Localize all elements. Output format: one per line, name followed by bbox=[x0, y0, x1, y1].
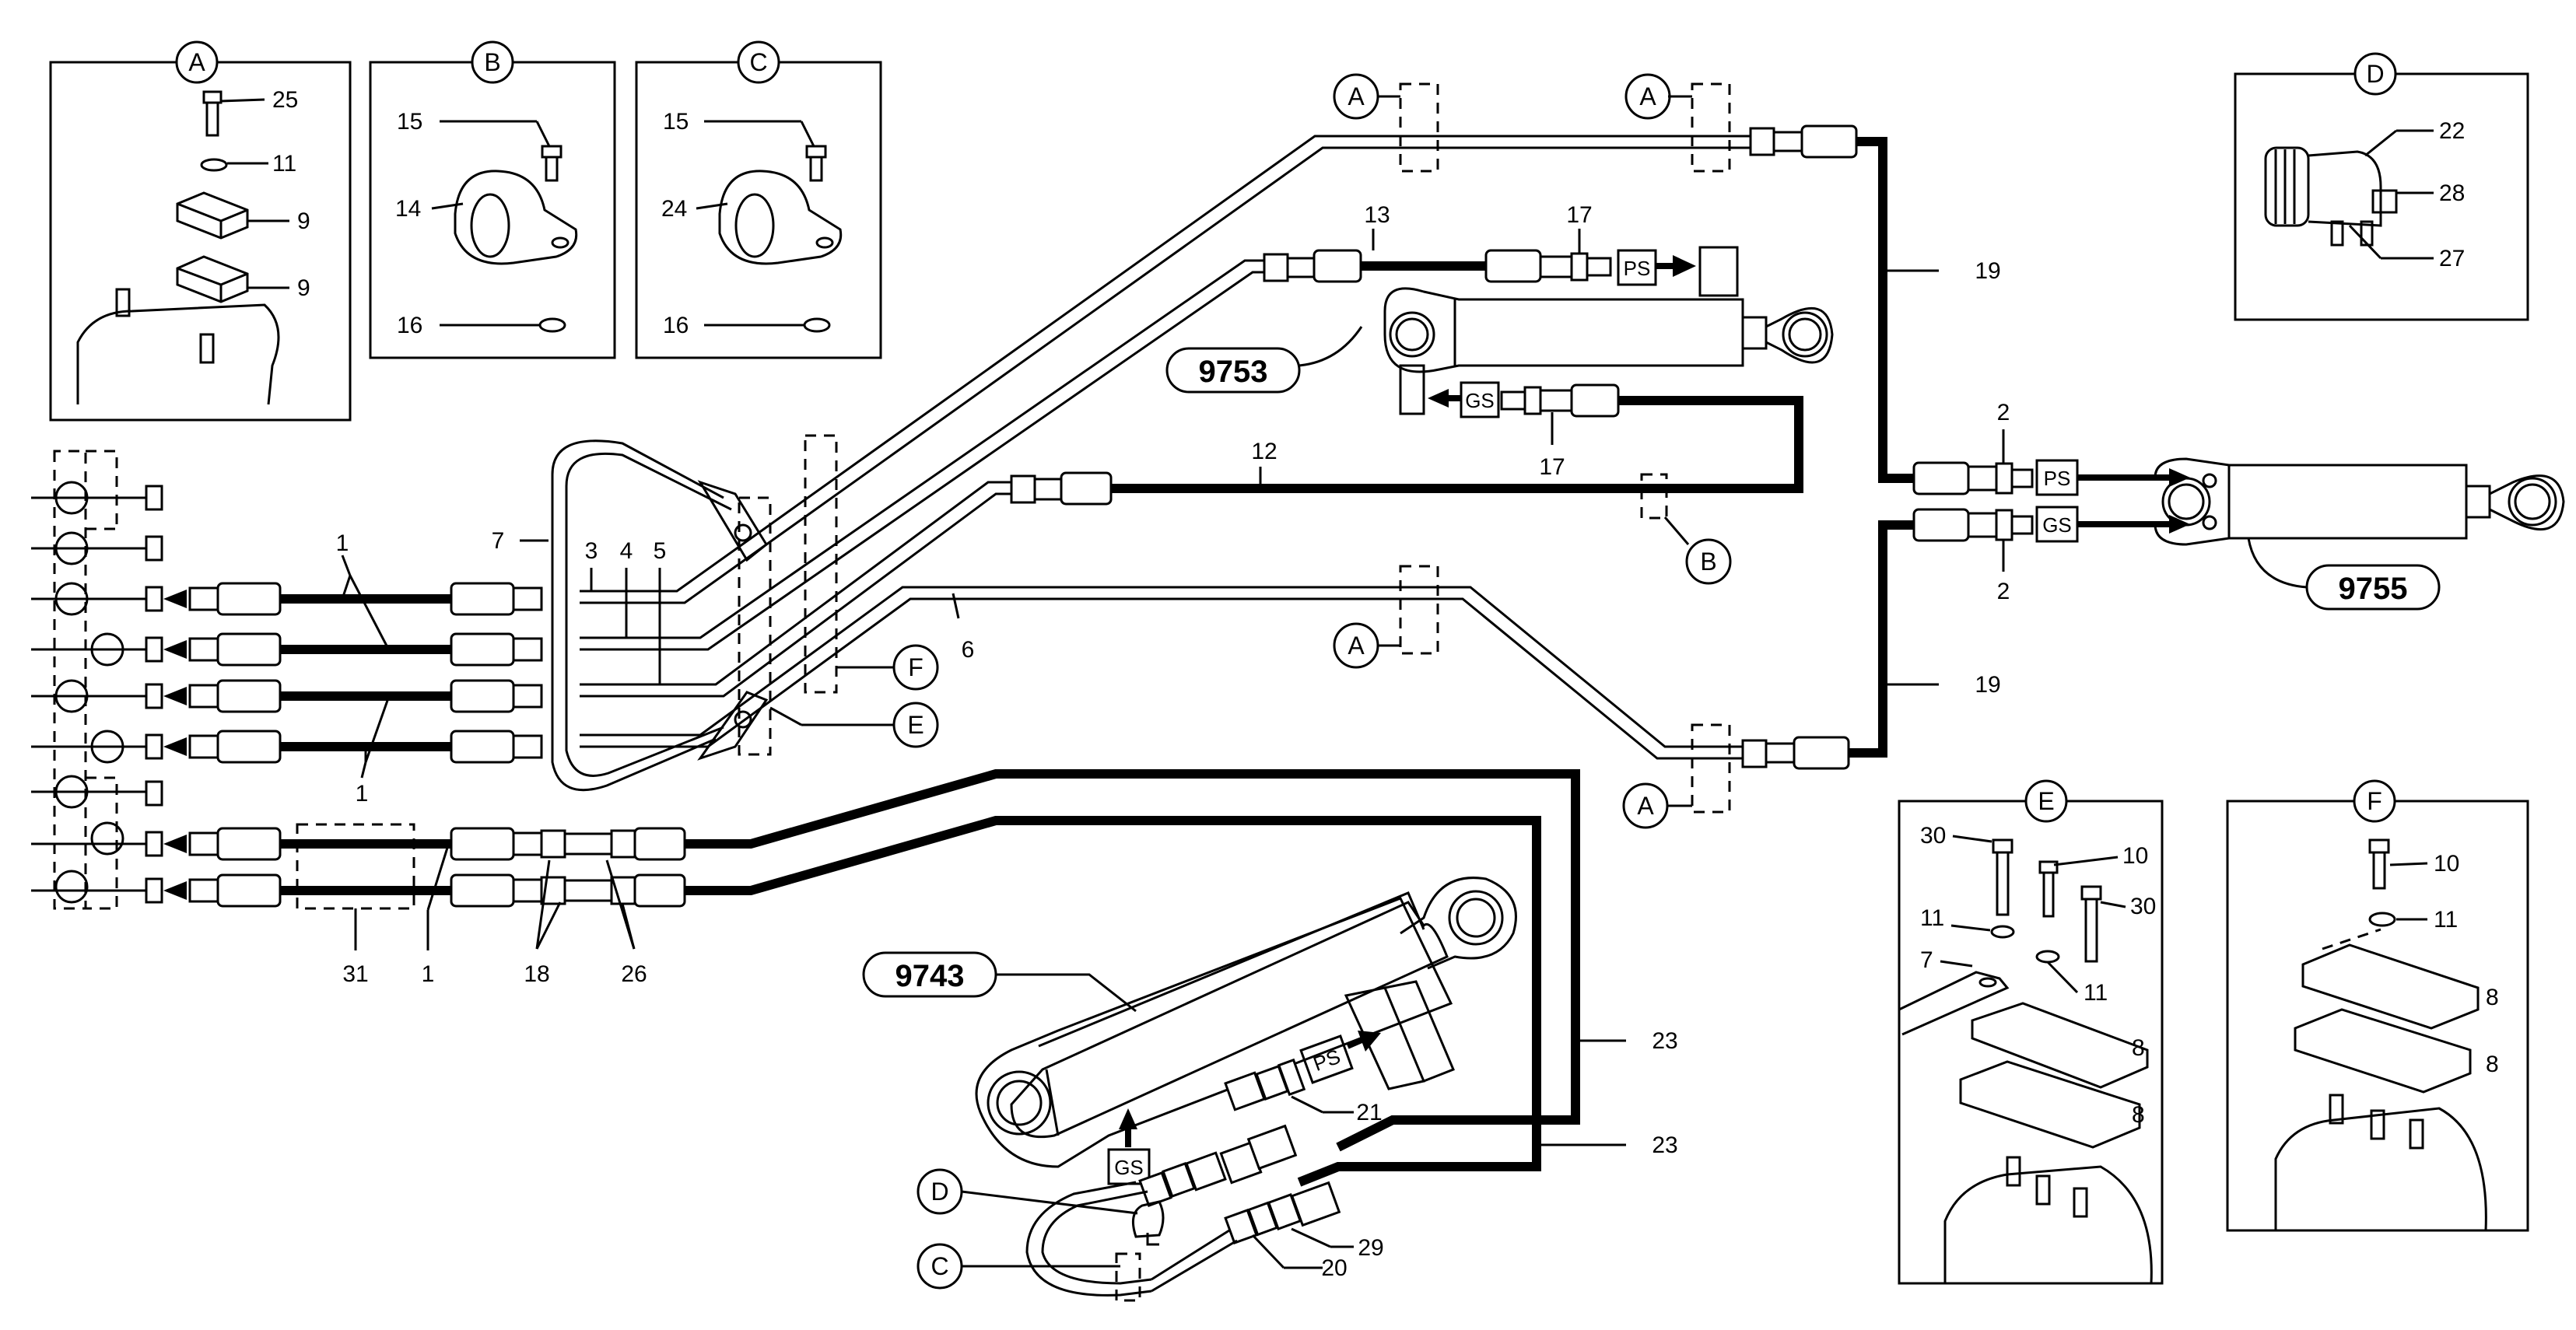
cylinder-9753: 9753 bbox=[1165, 287, 1834, 415]
part-31: 31 bbox=[342, 961, 368, 987]
panel-f-part-8b: 8 bbox=[2486, 1052, 2499, 1077]
hoses-bottom-left: 31 1 18 26 bbox=[188, 769, 1580, 1187]
clamp-marker-a2 bbox=[1691, 82, 1731, 173]
ref-circle-a2: A bbox=[1639, 82, 1656, 110]
panel-c-part-15: 15 bbox=[663, 109, 689, 135]
valve-ps-right: PS bbox=[2044, 467, 2071, 490]
ref-circle-f: F bbox=[908, 653, 924, 681]
panel-b-part-15: 15 bbox=[397, 109, 422, 135]
cylinder-9743: 9743 PS 21 GS bbox=[862, 877, 1678, 1302]
part-23-upper: 23 bbox=[1652, 1028, 1677, 1054]
cylinder-id-9753: 9753 bbox=[1199, 355, 1268, 389]
panel-a-part-9b: 9 bbox=[297, 275, 310, 301]
part-19-lower: 19 bbox=[1975, 672, 2000, 698]
ref-circle-d: D bbox=[931, 1178, 948, 1206]
clamp-marker-a3 bbox=[1399, 565, 1439, 655]
panel-e-part-11b: 11 bbox=[2084, 980, 2108, 1006]
panel-b-part-16: 16 bbox=[397, 313, 422, 338]
part-20: 20 bbox=[1321, 1255, 1347, 1281]
panel-e-part-8a: 8 bbox=[2132, 1035, 2145, 1061]
panel-e-part-30b: 30 bbox=[2130, 894, 2156, 919]
detail-panel-e: E 30 10 11 30 7 11 8 8 bbox=[1898, 779, 2164, 1285]
clamp-marker-a1 bbox=[1399, 82, 1439, 173]
part-21: 21 bbox=[1356, 1100, 1382, 1125]
panel-a-part-11: 11 bbox=[272, 151, 296, 177]
panel-a-letter: A bbox=[188, 48, 205, 76]
part-17-bottom: 17 bbox=[1539, 454, 1565, 480]
part-18: 18 bbox=[524, 961, 549, 987]
panel-e-part-11a: 11 bbox=[1920, 905, 1944, 931]
panel-c-part-24: 24 bbox=[661, 196, 687, 222]
part-26: 26 bbox=[621, 961, 647, 987]
part-4: 4 bbox=[620, 538, 633, 564]
clamp-bundle-7: 7 3 4 5 bbox=[492, 434, 838, 792]
cylinder-id-9743: 9743 bbox=[895, 959, 965, 993]
ref-circle-e: E bbox=[907, 711, 924, 739]
cylinder-id-9755: 9755 bbox=[2339, 572, 2408, 606]
part-23-lower: 23 bbox=[1652, 1132, 1677, 1158]
panel-f-part-11: 11 bbox=[2434, 907, 2458, 933]
ref-circle-b: B bbox=[1700, 548, 1716, 576]
clamp-marker-b bbox=[1640, 473, 1668, 520]
panel-a-part-25: 25 bbox=[272, 87, 298, 113]
panel-c-letter: C bbox=[749, 48, 767, 76]
part-1-upper: 1 bbox=[336, 530, 349, 556]
clamp-marker-a4 bbox=[1691, 723, 1731, 814]
part-3: 3 bbox=[585, 538, 598, 564]
panel-b-part-14: 14 bbox=[395, 196, 421, 222]
detail-panel-a: A 25 11 9 9 bbox=[49, 40, 352, 422]
panel-a-part-9a: 9 bbox=[297, 208, 310, 234]
hoses-top: 19 19 13 17 PS bbox=[1010, 124, 2001, 770]
reference-callouts: A A A A B F E D C bbox=[769, 73, 1732, 1290]
part-1-lower: 1 bbox=[356, 781, 369, 807]
ref-circle-a3: A bbox=[1348, 632, 1365, 660]
ref-circle-c: C bbox=[931, 1252, 948, 1280]
double-lines: 6 bbox=[580, 135, 1751, 760]
panel-e-part-7: 7 bbox=[1920, 947, 1933, 973]
detail-panel-d: D 22 28 27 bbox=[2234, 52, 2529, 321]
part-6: 6 bbox=[962, 637, 975, 663]
detail-panel-c: C 15 24 16 bbox=[635, 40, 882, 359]
panel-f-letter: F bbox=[2367, 787, 2382, 815]
panel-d-part-28: 28 bbox=[2439, 180, 2465, 206]
cylinder-9755: 2 2 PS GS 9755 bbox=[1912, 400, 2565, 611]
detail-panel-b: B 15 14 16 bbox=[369, 40, 616, 359]
panel-f-part-8a: 8 bbox=[2486, 985, 2499, 1010]
panel-c-part-16: 16 bbox=[663, 313, 689, 338]
valve-ps-top: PS bbox=[1624, 257, 1651, 280]
hoses-group-1: 1 1 bbox=[163, 530, 543, 900]
part-12: 12 bbox=[1251, 439, 1277, 464]
panel-e-part-8b: 8 bbox=[2132, 1102, 2145, 1128]
detail-panel-f: F 10 11 8 8 bbox=[2226, 779, 2529, 1232]
ref-circle-a1: A bbox=[1348, 82, 1365, 110]
part-2-lower: 2 bbox=[1997, 579, 2010, 604]
part-2-upper: 2 bbox=[1997, 400, 2010, 425]
panel-e-part-10: 10 bbox=[2122, 843, 2148, 869]
panel-e-letter: E bbox=[2038, 787, 2054, 815]
panel-b-letter: B bbox=[484, 48, 500, 76]
valve-ps-bottom: PS bbox=[1310, 1045, 1344, 1076]
part-19-upper: 19 bbox=[1975, 258, 2000, 284]
valve-gs-bottom: GS bbox=[1114, 1156, 1144, 1179]
valve-gs-right: GS bbox=[2042, 513, 2072, 537]
part-17-top: 17 bbox=[1566, 202, 1592, 228]
panel-f-part-10: 10 bbox=[2434, 851, 2459, 877]
part-29: 29 bbox=[1358, 1235, 1383, 1261]
part-7: 7 bbox=[492, 528, 505, 554]
manifold-left bbox=[31, 450, 163, 910]
part-13: 13 bbox=[1364, 202, 1390, 228]
ref-circle-a4: A bbox=[1637, 792, 1654, 820]
panel-e-part-30a: 30 bbox=[1920, 823, 1946, 849]
panel-d-part-22: 22 bbox=[2439, 118, 2465, 144]
part-1-bottom: 1 bbox=[422, 961, 435, 987]
part-5: 5 bbox=[654, 538, 667, 564]
valve-gs-top: GS bbox=[1465, 389, 1495, 412]
panel-d-part-27: 27 bbox=[2439, 246, 2465, 271]
panel-d-letter: D bbox=[2366, 60, 2384, 88]
